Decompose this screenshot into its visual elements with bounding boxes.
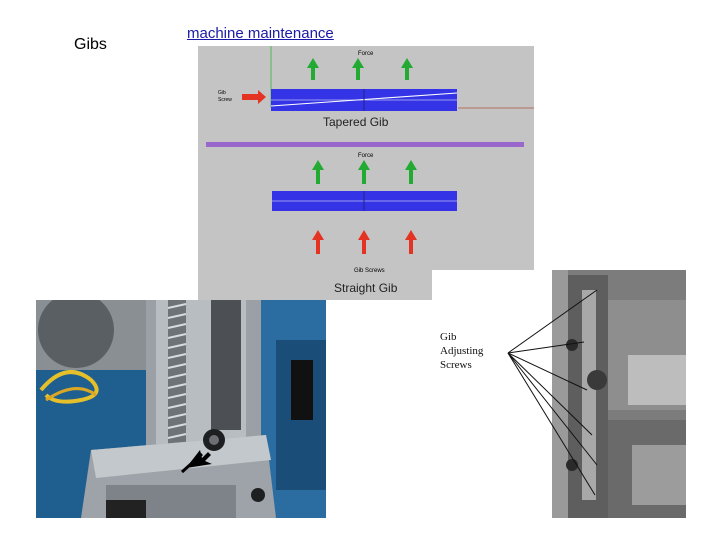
gib-screw-label-2: Screw <box>218 97 232 103</box>
gib-screw-label: Gib <box>218 90 226 96</box>
straight-gib-caption: Straight Gib <box>334 281 398 295</box>
gib-adjusting-label-1: Gib <box>440 331 457 343</box>
force-label-mid: Force <box>358 153 374 159</box>
force-label-top: Force <box>358 51 374 57</box>
gib-adjusting-label-2: Adjusting <box>440 345 484 357</box>
gib-adjusting-screws-photo: Gib Adjusting Screws <box>432 270 686 518</box>
machine-maintenance-link[interactable]: machine maintenance <box>187 25 334 42</box>
slide-title: Gibs <box>74 36 107 54</box>
diagram-divider <box>206 142 524 147</box>
tapered-gib-caption: Tapered Gib <box>323 115 389 129</box>
gib-screws-label: Gib Screws <box>354 268 385 274</box>
gib-adjusting-label-3: Screws <box>440 359 472 371</box>
gib-diagram: Force Gib Screw Tapered Gib Force <box>198 46 534 300</box>
gib-screw-photo <box>36 300 326 518</box>
